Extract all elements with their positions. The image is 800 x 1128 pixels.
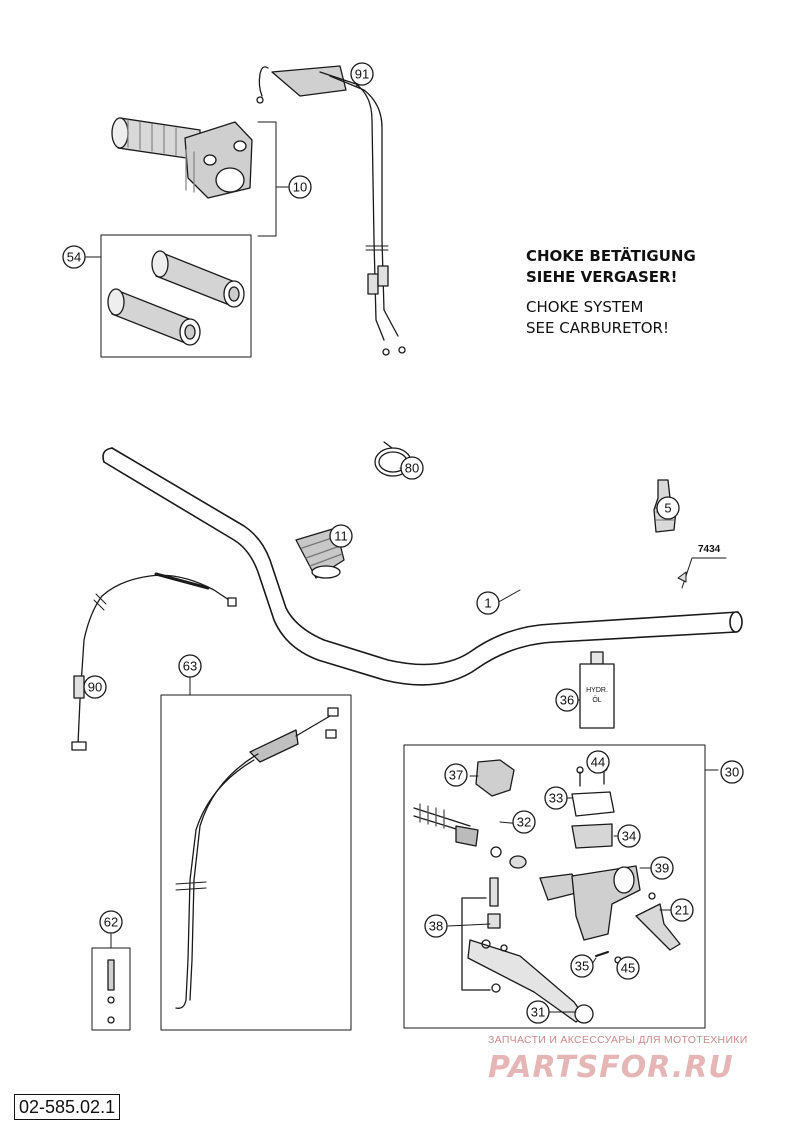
callout-circle [617,824,641,848]
callout-number: 54 [67,250,81,265]
callout-32: 32 [512,810,536,834]
callout-number: 30 [725,765,739,780]
grips-box [100,234,252,358]
callout-circle [555,688,579,712]
callout-number: 31 [531,1005,545,1020]
callout-number: 35 [575,959,589,974]
callout-34: 34 [617,824,641,848]
callout-35: 35 [570,954,594,978]
callout-circle [99,910,123,934]
callout-38: 38 [424,914,448,938]
callout-circle [570,954,594,978]
callout-number: 44 [591,755,605,770]
callout-37: 37 [444,763,468,787]
callout-circle [178,654,202,678]
callout-63: 63 [178,654,202,678]
throttle-grip-drawing [111,117,253,199]
callout-number: 36 [560,693,574,708]
brake-assembly-box [403,744,706,1029]
decompression-cable-drawing [71,572,237,751]
callout-circle [400,456,424,480]
callout-21: 21 [670,898,694,922]
callout-circle [670,898,694,922]
callout-circle [650,856,674,880]
callout-10: 10 [288,175,312,199]
callout-80: 80 [400,456,424,480]
callout-number: 33 [549,791,563,806]
callout-number: 62 [104,915,118,930]
callout-number: 39 [655,861,669,876]
part-tag-7434: 7434 [698,544,721,555]
callout-number: 63 [183,659,197,674]
callout-30: 30 [720,760,744,784]
callout-33: 33 [544,786,568,810]
choke-note-en-line2: SEE CARBURETOR! [526,319,669,337]
callout-31: 31 [526,1000,550,1024]
handlebar-drawing [102,447,743,686]
callout-number: 1 [484,596,491,611]
watermark-logo: PARTSFOR.RU [488,1050,734,1085]
callout-number: 21 [675,903,689,918]
callout-number: 90 [88,680,102,695]
hydr-oil-label-line2: ÖL [592,696,601,704]
callout-number: 34 [622,829,636,844]
callout-1: 1 [476,591,500,615]
callout-circle [616,956,640,980]
callout-number: 5 [664,501,671,516]
callout-circle [544,786,568,810]
callout-62: 62 [99,910,123,934]
callout-circle [350,62,374,86]
callout-circle [424,914,448,938]
brake-assembly-drawing [413,759,681,1024]
clutch-cable-box [160,694,352,1031]
handlebar-tag-7434: 7434 [677,544,727,589]
bracket-10 [257,121,289,237]
choke-note-de-line2: SIEHE VERGASER! [526,268,678,286]
callout-circle [720,760,744,784]
callout-54: 54 [62,245,86,269]
callout-number: 10 [293,180,307,195]
callout-circle [526,1000,550,1024]
callout-circle [586,750,610,774]
callout-number: 32 [517,815,531,830]
callout-circle [476,591,500,615]
callout-36: 36 [555,688,579,712]
callout-90: 90 [83,675,107,699]
callout-circle [329,524,353,548]
callout-number: 37 [449,768,463,783]
callout-circle [83,675,107,699]
callout-number: 45 [621,961,635,976]
choke-note-en-line1: CHOKE SYSTEM [526,298,644,316]
callout-number: 91 [355,67,369,82]
callout-number: 80 [405,461,419,476]
choke-note-de-line1: CHOKE BETÄTIGUNG [526,247,696,265]
callout-number: 38 [429,919,443,934]
callout-circle [444,763,468,787]
callout-circle [656,496,680,520]
grips-drawing [107,250,245,346]
hydr-oil-label-line1: HYDR. [586,687,608,694]
callout-44: 44 [586,750,610,774]
callout-91: 91 [350,62,374,86]
hydraulic-oil-bottle-drawing: HYDR. ÖL [579,651,615,729]
adjuster-screw-drawing [107,959,115,1024]
throttle-cables-drawing [256,65,406,356]
callout-45: 45 [616,956,640,980]
callout-number: 11 [334,529,348,544]
callout-39: 39 [650,856,674,880]
callout-circle [288,175,312,199]
callout-circle [512,810,536,834]
clutch-cable-drawing [175,707,339,1009]
callout-5: 5 [656,496,680,520]
callout-11: 11 [329,524,353,548]
watermark-text: ЗАПЧАСТИ И АКСЕССУАРЫ ДЛЯ МОТОТЕХНИКИ [488,1034,748,1046]
callout-circle [62,245,86,269]
drawing-number: 02-585.02.1 [14,1094,121,1120]
